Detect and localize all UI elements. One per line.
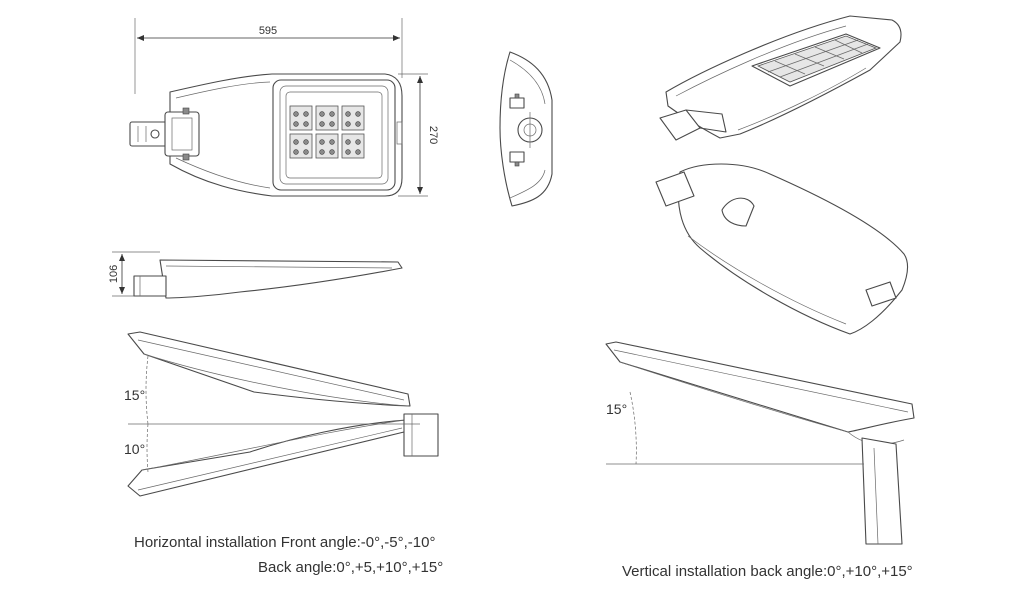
horizontal-down-angle-label: 10°: [124, 441, 145, 457]
horizontal-caption-line2: Back angle:0°,+5,+10°,+15°: [258, 559, 443, 576]
width-dimension: 270: [398, 73, 439, 197]
length-dimension: 595: [134, 18, 403, 94]
angle-arc-upper: [145, 355, 149, 425]
vertical-up-angle-label: 15°: [606, 401, 627, 417]
lens-frame: [272, 79, 396, 191]
horizontal-caption-line1: Horizontal installation Front angle:-0°,…: [134, 534, 435, 551]
angle-arc-lower: [146, 423, 149, 473]
led-module-grid: [289, 105, 365, 159]
angle-arc-vertical: [629, 391, 637, 465]
pole-mount-bracket: [129, 107, 200, 161]
isometric-view-lens: [659, 15, 902, 141]
horizontal-up-angle-label: 15°: [124, 387, 145, 403]
vertical-installation-view: 15°: [605, 341, 915, 545]
luminaire-body-top: [169, 73, 403, 197]
height-dimension-label: 106: [108, 265, 120, 283]
isometric-view-back: [655, 163, 909, 335]
vertical-caption: Vertical installation back angle:0°,+10°…: [622, 563, 913, 580]
width-dimension-label: 270: [427, 126, 439, 144]
led-module-grid-iso: [756, 35, 878, 83]
horizontal-installation-view: 15° 10°: [124, 331, 439, 497]
length-dimension-label: 595: [259, 25, 277, 37]
side-view: 106: [108, 251, 403, 299]
top-view: 595 270: [129, 18, 439, 197]
end-view: [499, 51, 553, 207]
